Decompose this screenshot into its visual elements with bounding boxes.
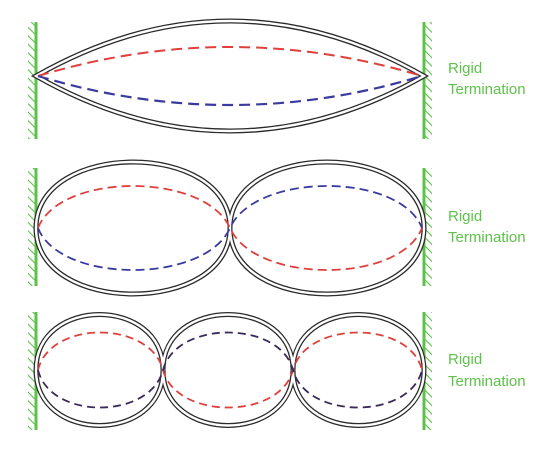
termination-label-3: Rigid Termination	[448, 351, 526, 390]
label-line2: Termination	[448, 81, 526, 98]
mode-2: Rigid Termination	[28, 159, 526, 297]
mode-3: Rigid Termination	[28, 312, 526, 430]
label-line1: Rigid	[448, 351, 482, 368]
dashed-wave-dark-3	[37, 331, 423, 409]
right-wall-1	[422, 22, 432, 139]
dashed-wave-blue-1	[37, 74, 423, 107]
label-line2: Termination	[448, 373, 526, 390]
label-line1: Rigid	[448, 208, 482, 225]
label-line2: Termination	[448, 229, 526, 246]
string-envelope-3	[33, 312, 427, 428]
string-envelope-2	[33, 159, 427, 297]
mode-1: Rigid Termination	[28, 18, 526, 139]
label-line1: Rigid	[448, 60, 482, 77]
dashed-wave-blue-2	[37, 185, 423, 271]
string-envelope-1	[30, 18, 430, 134]
dashed-wave-red-1	[37, 46, 423, 77]
dashed-wave-red-3	[37, 331, 423, 409]
dashed-wave-red-2	[37, 185, 423, 271]
termination-label-1: Rigid Termination	[448, 60, 526, 98]
left-wall-1	[28, 22, 38, 139]
termination-label-2: Rigid Termination	[448, 208, 526, 246]
